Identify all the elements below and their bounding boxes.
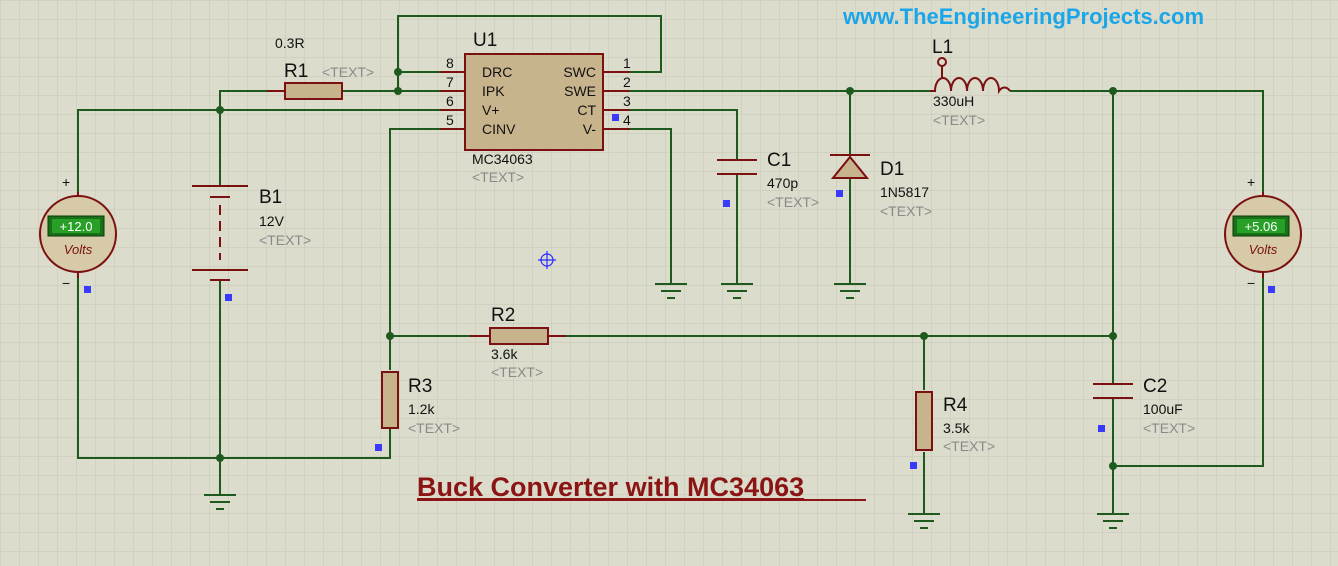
pin-name-swe: SWE xyxy=(564,83,596,99)
pin-name-swc: SWC xyxy=(563,64,596,80)
website-watermark: www.TheEngineeringProjects.com xyxy=(842,4,1204,29)
selection-marker xyxy=(612,114,619,121)
voltmeter-output-plus: + xyxy=(1247,174,1255,190)
voltmeter-output-marker xyxy=(1268,286,1275,293)
r4-value: 3.5k xyxy=(943,420,970,436)
ic-ref: U1 xyxy=(473,30,497,51)
junctions xyxy=(216,68,1117,470)
ground-c1 xyxy=(721,283,753,299)
r3-text-placeholder: <TEXT> xyxy=(408,420,460,436)
d1-value: 1N5817 xyxy=(880,184,929,200)
r3-value: 1.2k xyxy=(408,401,435,417)
pin-number-4: 4 xyxy=(623,112,631,128)
c1-value: 470p xyxy=(767,175,798,191)
c1-ref: C1 xyxy=(767,150,791,171)
resistor-r2[interactable]: R2 3.6k <TEXT> xyxy=(470,305,566,380)
ic-part: MC34063 xyxy=(472,151,533,167)
voltmeter-output-reading: +5.06 xyxy=(1245,219,1278,234)
r3-ref: R3 xyxy=(408,376,432,397)
voltmeter-input-reading: +12.0 xyxy=(60,219,93,234)
c2-marker xyxy=(1098,425,1105,432)
r2-value: 3.6k xyxy=(491,346,518,362)
diagram-title: Buck Converter with MC34063 xyxy=(417,472,804,502)
c2-text-placeholder: <TEXT> xyxy=(1143,420,1195,436)
resistor-r3[interactable]: R3 1.2k <TEXT> xyxy=(375,371,460,451)
r4-marker xyxy=(910,462,917,469)
r3-marker xyxy=(375,444,382,451)
pin-number-7: 7 xyxy=(446,74,454,90)
ground-c2 xyxy=(1097,513,1129,529)
voltmeter-input-minus: − xyxy=(62,275,70,291)
r2-text-placeholder: <TEXT> xyxy=(491,364,543,380)
voltmeter-input-unit: Volts xyxy=(64,242,93,257)
ic-pin-lines xyxy=(440,71,630,130)
b1-value: 12V xyxy=(259,213,285,229)
pin-number-5: 5 xyxy=(446,112,454,128)
voltmeter-output-minus: − xyxy=(1247,275,1255,291)
d1-text-placeholder: <TEXT> xyxy=(880,203,932,219)
ground-r4 xyxy=(908,513,940,529)
capacitor-c1[interactable]: C1 470p <TEXT> xyxy=(717,150,819,210)
ic-body[interactable] xyxy=(464,53,604,151)
pin-number-8: 8 xyxy=(446,55,454,71)
ground-symbols xyxy=(204,283,1129,529)
l1-ref: L1 xyxy=(932,37,953,58)
pin-name-ipk: IPK xyxy=(482,83,505,99)
b1-marker xyxy=(225,294,232,301)
pin-number-2: 2 xyxy=(623,74,631,90)
d1-marker xyxy=(836,190,843,197)
capacitor-c2[interactable]: C2 100uF <TEXT> xyxy=(1093,376,1195,436)
r4-ref: R4 xyxy=(943,395,968,416)
pin-name-cinv: CINV xyxy=(482,121,516,137)
b1-text-placeholder: <TEXT> xyxy=(259,232,311,248)
r1-value: 0.3R xyxy=(275,35,305,51)
d1-ref: D1 xyxy=(880,159,904,180)
voltmeter-output[interactable]: +5.06 Volts + − xyxy=(1224,174,1302,293)
b1-ref: B1 xyxy=(259,187,282,208)
l1-value: 330uH xyxy=(933,93,974,109)
r1-ref: R1 xyxy=(284,61,308,82)
ground-d1 xyxy=(834,283,866,299)
pin-name-drc: DRC xyxy=(482,64,512,80)
ic-text-placeholder: <TEXT> xyxy=(472,169,524,185)
r4-text-placeholder: <TEXT> xyxy=(943,438,995,454)
pin-number-3: 3 xyxy=(623,93,631,109)
c2-value: 100uF xyxy=(1143,401,1183,417)
voltmeter-input[interactable]: +12.0 Volts + − xyxy=(39,174,117,293)
l1-text-placeholder: <TEXT> xyxy=(933,112,985,128)
pin-number-1: 1 xyxy=(623,55,631,71)
inductor-l1[interactable]: L1 330uH <TEXT> xyxy=(930,37,1011,128)
pin-number-6: 6 xyxy=(446,93,454,109)
ic-u1[interactable]: U1 MC34063 <TEXT> 8 7 6 5 DRC IPK V+ CIN… xyxy=(440,30,631,185)
r1-text-placeholder: <TEXT> xyxy=(322,64,374,80)
voltmeter-input-plus: + xyxy=(62,174,70,190)
voltmeter-input-marker xyxy=(84,286,91,293)
resistor-r1[interactable]: 0.3R R1 <TEXT> xyxy=(267,35,374,100)
c1-text-placeholder: <TEXT> xyxy=(767,194,819,210)
pin-name-vplus: V+ xyxy=(482,102,500,118)
c2-ref: C2 xyxy=(1143,376,1167,397)
ground-ic xyxy=(655,283,687,299)
voltmeter-output-unit: Volts xyxy=(1249,242,1278,257)
resistor-r4[interactable]: R4 3.5k <TEXT> xyxy=(910,391,995,469)
pin-name-vminus: V- xyxy=(583,121,597,137)
pin-name-ct: CT xyxy=(577,102,596,118)
c1-marker xyxy=(723,200,730,207)
r2-ref: R2 xyxy=(491,305,515,326)
ground-battery xyxy=(204,494,236,510)
battery-b1[interactable]: B1 12V <TEXT> xyxy=(192,185,311,301)
diode-d1[interactable]: D1 1N5817 <TEXT> xyxy=(830,154,932,219)
origin-crosshair-icon xyxy=(538,251,556,269)
wires xyxy=(77,15,1264,514)
